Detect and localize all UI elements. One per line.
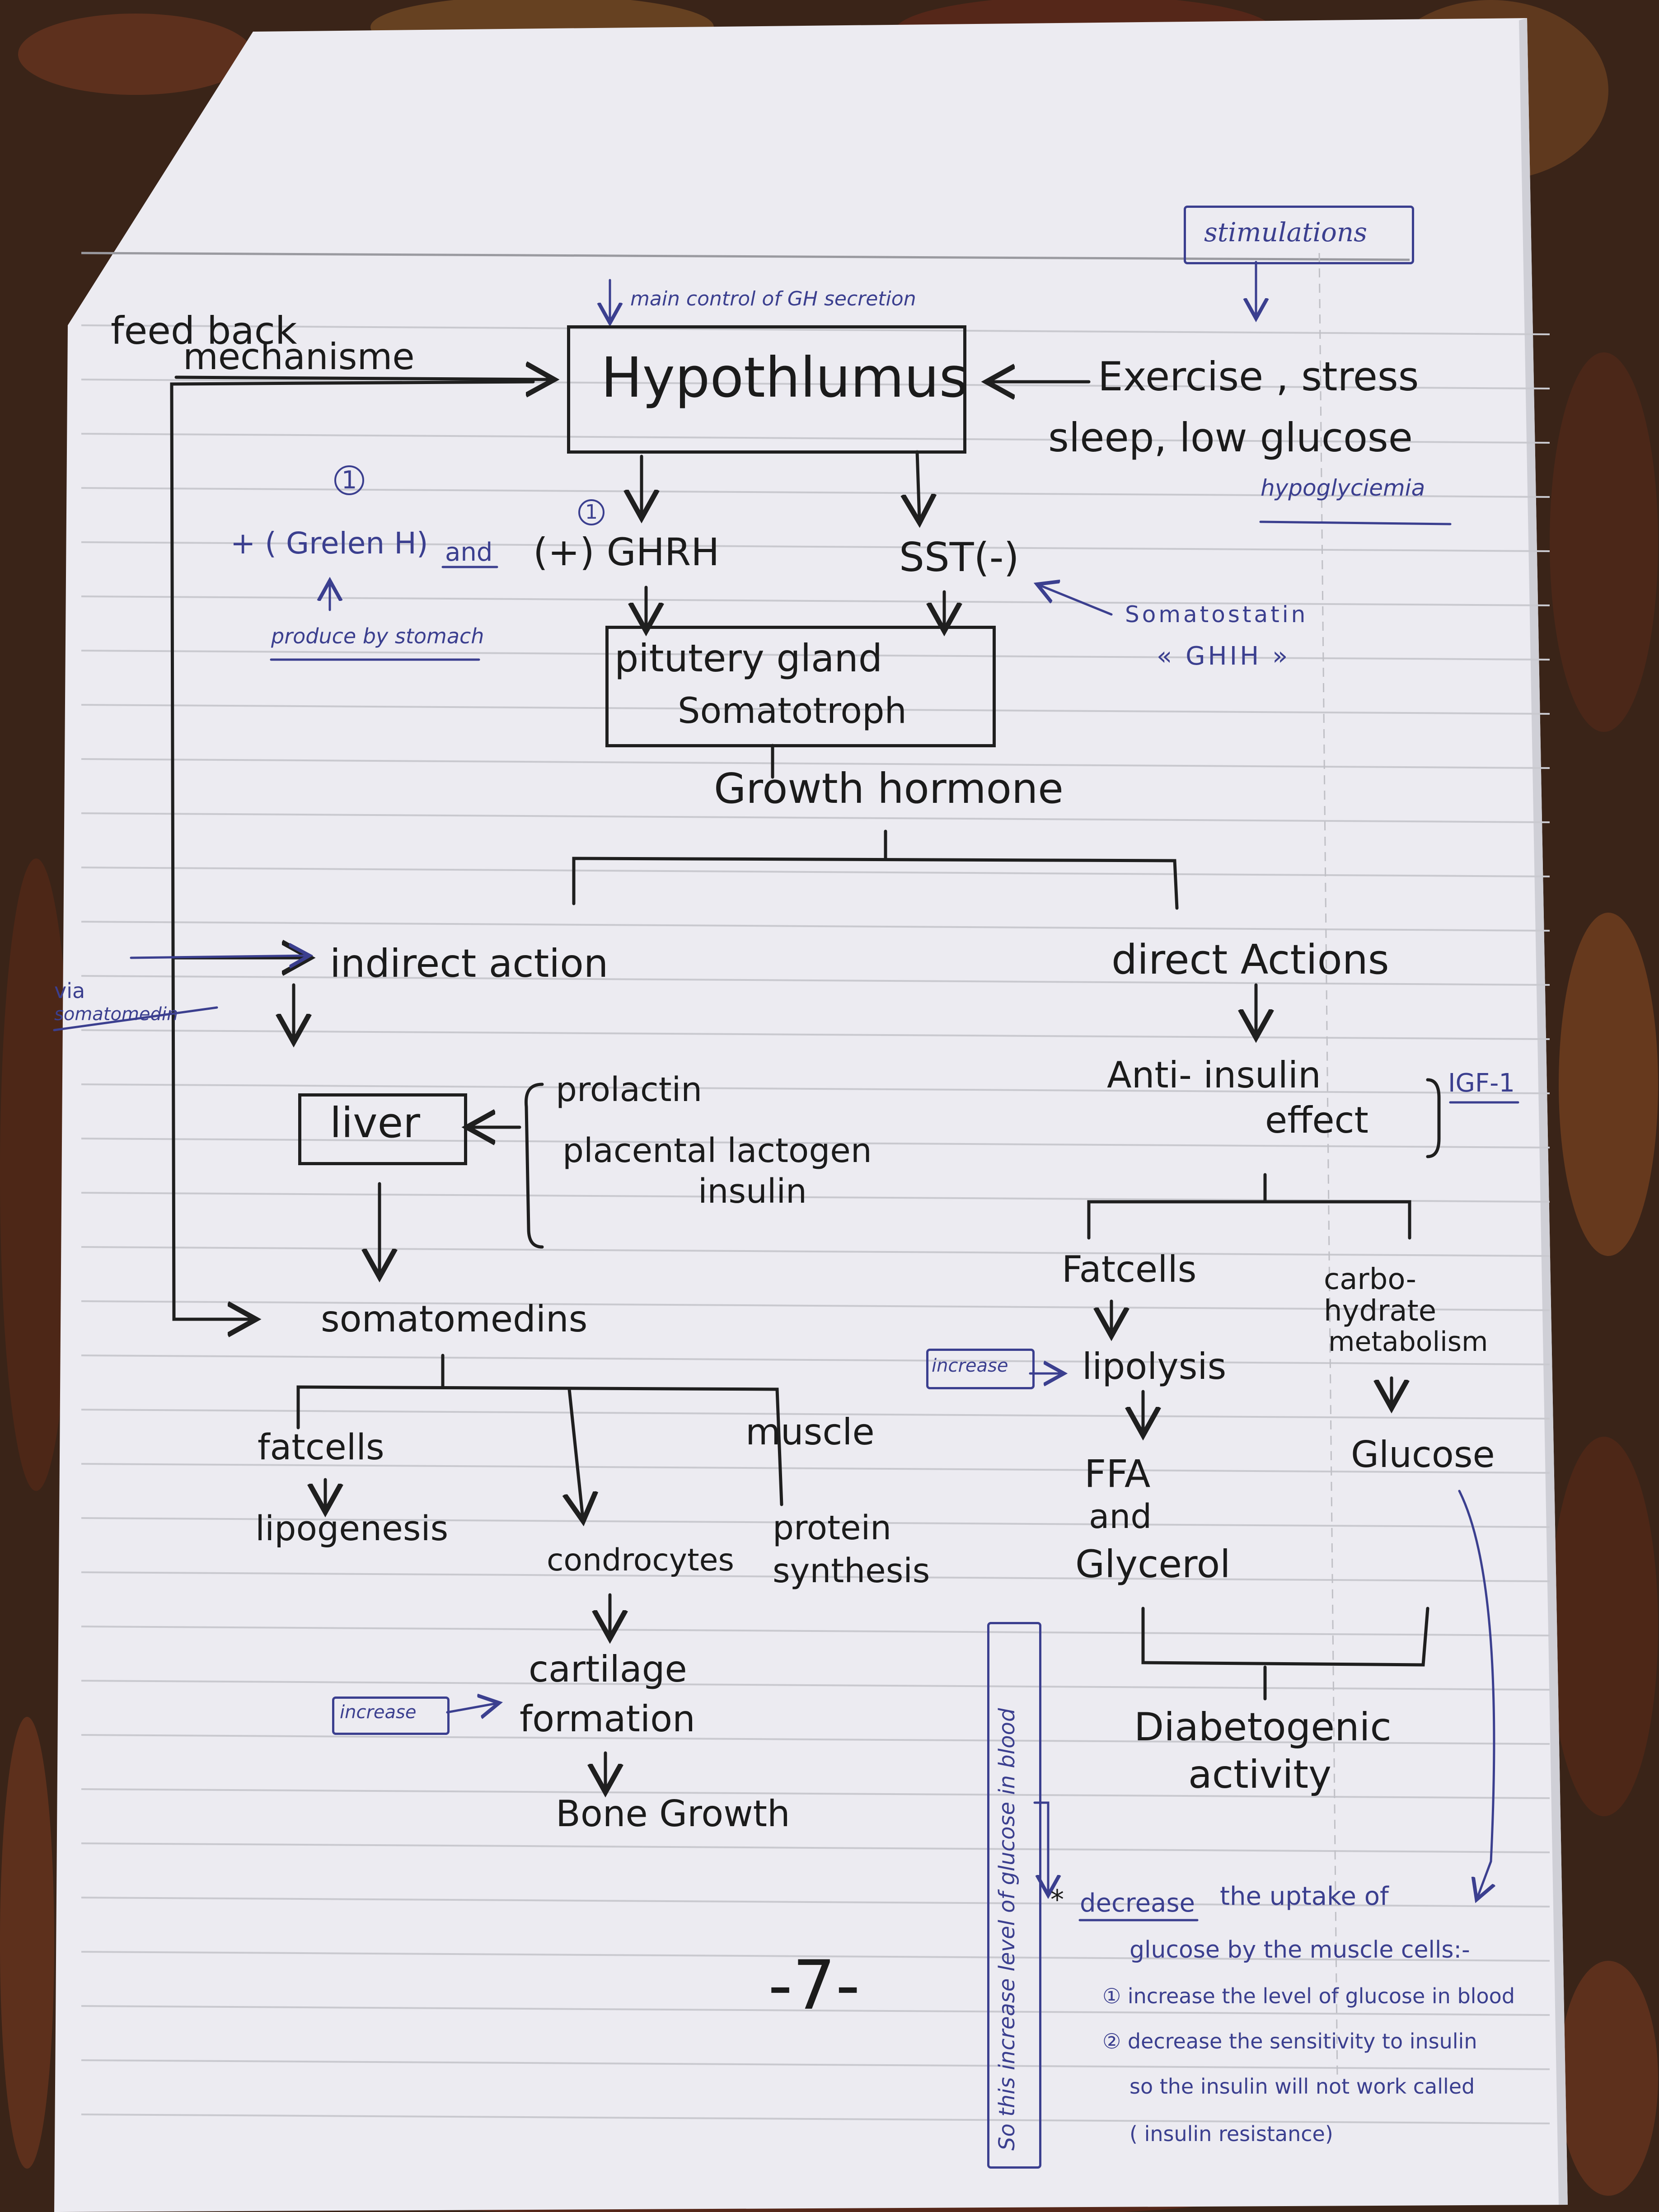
ghih-label: « GHIH » <box>1157 642 1291 671</box>
glucose-label: Glucose <box>1351 1434 1495 1476</box>
note-line-4: ② decrease the sensitivity to insulin <box>1102 2029 1477 2053</box>
via-underline <box>53 1006 218 1031</box>
increase-lipolysis-label: increase <box>932 1355 1008 1376</box>
fatcells-right-label: Fatcells <box>1062 1248 1197 1290</box>
lipolysis-label: lipolysis <box>1082 1345 1227 1387</box>
margin-line-top <box>81 252 1410 261</box>
igf-label: IGF-1 <box>1448 1069 1515 1098</box>
via-somatomedin-label: somatomedin <box>54 1004 178 1025</box>
liver-box <box>298 1093 467 1165</box>
feedback-line <box>170 380 535 1319</box>
increase-cartilage-label: increase <box>340 1702 417 1723</box>
gh-bracket <box>572 830 1179 910</box>
stimulations-label: stimulations <box>1204 217 1367 248</box>
stimuli-line-1: Exercise , stress <box>1098 353 1419 400</box>
direct-action-label: direct Actions <box>1111 936 1389 984</box>
mechanism-label: mechanisme <box>183 336 415 378</box>
cartilage-label: cartilage <box>529 1648 687 1690</box>
carbohydrate-label-2: hydrate <box>1324 1294 1437 1328</box>
anti-insulin-label: Anti- insulin <box>1107 1054 1321 1096</box>
increase-lipolysis-box <box>926 1349 1035 1389</box>
circle-one-ghrh: 1 <box>578 499 605 525</box>
placental-lactogen-label: placental lactogen <box>562 1131 872 1170</box>
synthesis-label: synthesis <box>773 1551 930 1590</box>
lipogenesis-label: lipogenesis <box>255 1508 449 1548</box>
hypothalamus-label: Hypothlumus <box>601 346 968 410</box>
feedback-arrow-to-hypothalamus <box>174 377 551 380</box>
sst-label: SST(-) <box>899 534 1019 581</box>
liver-label: liver <box>330 1099 420 1147</box>
note-line-2: glucose by the muscle cells:- <box>1129 1936 1470 1964</box>
increase-cartilage-arrow <box>446 1703 497 1712</box>
note-line-1a: decrease <box>1080 1889 1195 1918</box>
igf-brace <box>1426 1078 1441 1158</box>
prolactin-label: prolactin <box>556 1070 703 1109</box>
ffa-and-label: and <box>1089 1497 1152 1536</box>
note-line-6: ( insulin resistance) <box>1129 2122 1333 2146</box>
formation-label: formation <box>520 1698 695 1740</box>
pituitary-box <box>605 626 996 747</box>
indirect-action-label: indirect action <box>330 941 609 986</box>
somatostatin-arrow <box>1039 585 1113 616</box>
vertical-note-box <box>987 1622 1041 2169</box>
somatomedins-label: somatomedins <box>321 1298 588 1340</box>
via-arrow <box>130 956 307 958</box>
effect-label: effect <box>1265 1099 1368 1141</box>
muscle-label: muscle <box>745 1411 875 1453</box>
hypoglycemia-label: hypoglyciemia <box>1261 475 1425 501</box>
main-control-label: main control of GH secretion <box>630 287 916 310</box>
stimulations-box <box>1184 206 1414 264</box>
chondrocytes-label: condrocytes <box>547 1542 734 1578</box>
ghrelin-label: + ( Grelen H) <box>230 526 428 561</box>
carbohydrate-label-3: metabolism <box>1328 1326 1488 1358</box>
bone-growth-label: Bone Growth <box>556 1793 790 1835</box>
page-number: -7- <box>768 1946 860 2025</box>
somatostatin-label: Somatostatin <box>1125 601 1308 628</box>
glucose-to-note-arrow <box>1458 1490 1494 1898</box>
carbohydrate-label-1: carbo- <box>1324 1263 1416 1296</box>
glycerol-label: Glycerol <box>1075 1542 1231 1586</box>
diabetogenic-label: Diabetogenic <box>1134 1705 1392 1750</box>
note-line-3: ① increase the level of glucose in blood <box>1102 1984 1515 2008</box>
hormones-brace <box>524 1083 544 1249</box>
anti-insulin-bracket <box>1087 1173 1411 1240</box>
paper-shadow-edge <box>1519 18 1568 2205</box>
fatcells-left-label: fatcells <box>258 1427 384 1468</box>
vertical-note-text: So this increase level of glucose in blo… <box>994 1708 1020 2151</box>
activity-label: activity <box>1188 1752 1331 1797</box>
insulin-label: insulin <box>698 1172 807 1211</box>
feedback-label: feed back <box>111 309 297 353</box>
and-label: and <box>445 538 493 567</box>
somatotroph-label: Somatotroph <box>678 691 907 731</box>
hypoglycemia-underline <box>1259 520 1452 525</box>
hypothalamus-box <box>567 325 966 454</box>
circle-one-left: 1 <box>334 465 364 495</box>
diabetogenic-bracket <box>1141 1607 1429 1701</box>
hypothalamus-to-sst-arrow <box>917 450 919 520</box>
ghrh-label: (+) GHRH <box>533 530 720 574</box>
produced-by-label: produce by stomach <box>271 624 484 648</box>
note-line-1b: the uptake of <box>1220 1882 1389 1911</box>
somatomedins-bracket <box>296 1354 783 1518</box>
pituitary-label: pitutery gland <box>614 636 883 680</box>
stimuli-line-2: sleep, low glucose <box>1048 414 1413 461</box>
note-line-5: so the insulin will not work called <box>1129 2074 1475 2099</box>
bullet-star: * <box>1050 1884 1064 1916</box>
growth-hormone-label: Growth hormone <box>714 764 1064 813</box>
margin-line-right <box>1318 253 1338 2079</box>
protein-label: protein <box>773 1509 892 1547</box>
via-label: via <box>54 979 85 1003</box>
ffa-label: FFA <box>1084 1452 1151 1496</box>
increase-cartilage-box <box>332 1696 450 1735</box>
